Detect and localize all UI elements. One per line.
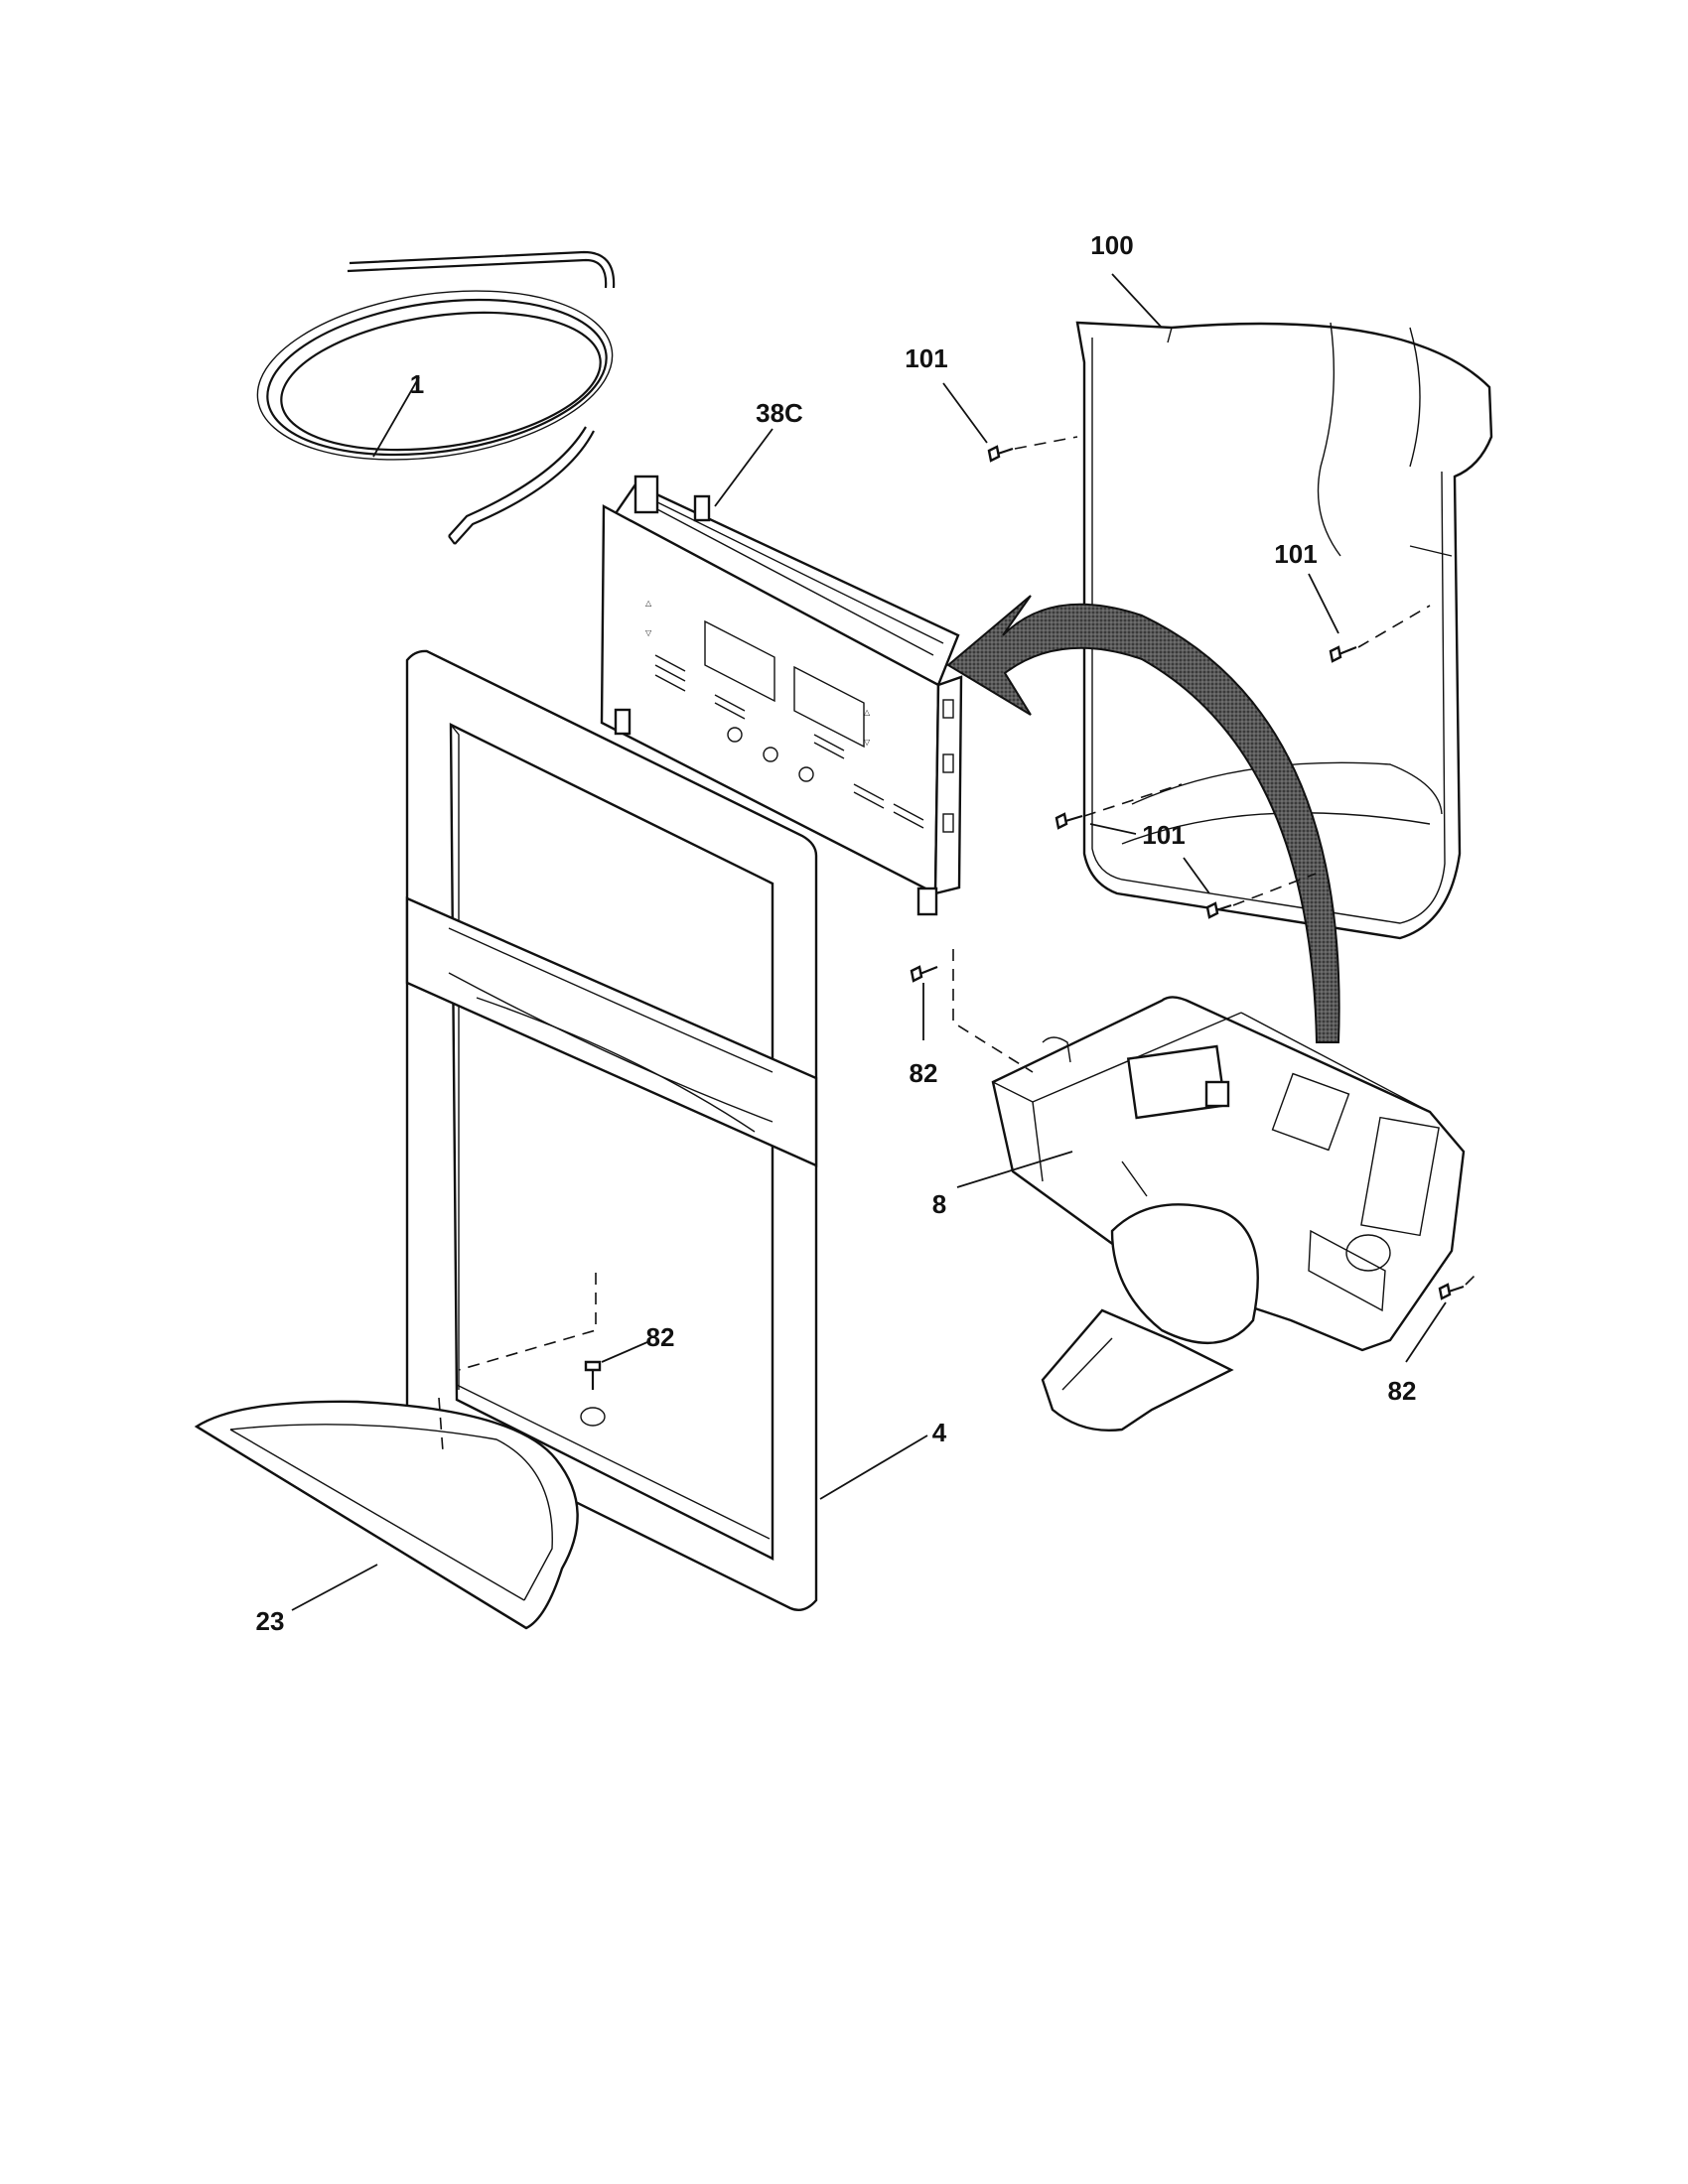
drip-tray <box>194 1400 579 1630</box>
screw-101-low-b <box>1205 901 1232 919</box>
screw-101-low-a <box>1055 812 1083 830</box>
callout-101-mid: 101 <box>1274 539 1317 569</box>
leader-lines <box>291 273 1447 1611</box>
alignment-lines <box>438 436 1480 1452</box>
callout-101-top: 101 <box>905 343 947 373</box>
control-board: △ ▽ △ ▽ <box>600 475 963 916</box>
screw-82-lever-right <box>1438 1283 1465 1300</box>
callout-101-low: 101 <box>1142 820 1185 850</box>
callout-82-lever-right: 82 <box>1388 1376 1417 1406</box>
svg-text:△: △ <box>864 708 871 717</box>
svg-text:▽: ▽ <box>864 738 871 747</box>
callout-4: 4 <box>932 1418 947 1447</box>
callout-8: 8 <box>932 1189 946 1219</box>
screw-101-top <box>987 445 1014 463</box>
assembly-arrow <box>946 595 1340 1043</box>
callout-38C: 38C <box>756 398 803 428</box>
callout-82-lever-top: 82 <box>910 1058 938 1088</box>
callout-1: 1 <box>410 369 424 399</box>
screw-82-bezel <box>584 1360 602 1390</box>
tubing-coil <box>256 250 616 545</box>
callout-labels: 1 38C 100 101 101 101 82 8 82 82 4 23 <box>256 230 1417 1636</box>
svg-text:△: △ <box>645 599 652 608</box>
callout-23: 23 <box>256 1606 285 1636</box>
callout-100: 100 <box>1090 230 1133 260</box>
dispenser-lever-assembly <box>991 996 1466 1432</box>
callout-82-bezel: 82 <box>646 1322 675 1352</box>
screw-82-lever-top <box>910 965 938 983</box>
svg-text:▽: ▽ <box>645 628 652 637</box>
dispenser-bezel <box>405 649 818 1611</box>
screw-101-mid <box>1329 645 1357 663</box>
